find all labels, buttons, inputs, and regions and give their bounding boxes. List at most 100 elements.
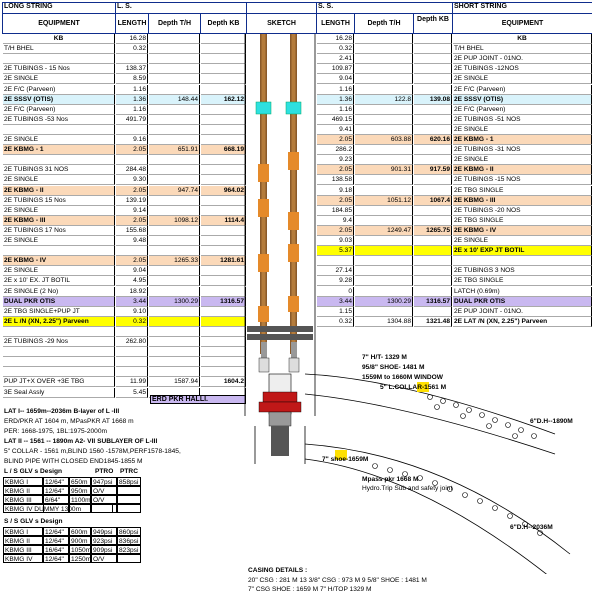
- left-row-35-eq: 3E Seal Assly: [3, 387, 115, 398]
- left-row-1-dkb: [201, 44, 246, 55]
- ls_glv-row-0-col-3: 947psi: [91, 477, 117, 486]
- left-row-5-dth: [149, 84, 200, 95]
- left-row-12-dkb: [201, 155, 246, 166]
- right-row-22-dkb: [414, 256, 452, 267]
- left-row-24-dth: [149, 276, 200, 287]
- casing-line-1: 20" CSG : 281 M 13 3/8" CSG : 973 M 9 5/…: [248, 577, 427, 584]
- ss_glv-row-2-col-1: 16/64": [43, 545, 69, 554]
- kbmg-2-long: [258, 199, 269, 217]
- left-row-8-eq: 2E TUBINGS -53 Nos: [3, 114, 115, 125]
- right-row-27-eq: 2E PUP JOINT - 01NO.: [453, 306, 592, 317]
- right-row-16-eq: 2E KBMG - III: [453, 195, 592, 206]
- ss_glv-row-2-col-4: 823psi: [117, 545, 141, 554]
- left-row-23-eq: 2E SINGLE: [3, 266, 115, 277]
- ls_glv-row-0-col-1: 12/64": [43, 477, 69, 486]
- right-row-23-dth: [355, 266, 413, 277]
- right-row-0-dkb: [414, 34, 452, 45]
- left-row-0-dth: [149, 34, 200, 45]
- right-row-2-dth: [355, 54, 413, 65]
- left-row-21-eq: [3, 246, 115, 257]
- right-row-19-dth: 1249.47: [355, 225, 413, 236]
- ss_glv-row-0-col-0: KBMG I: [3, 527, 43, 536]
- left-row-8-len: 491.79: [116, 114, 148, 125]
- ss_glv-row-3-col-0: KBMG IV: [3, 554, 43, 563]
- header-depth-kb-right: Depth KB: [414, 14, 452, 33]
- right-row-11-dkb: [414, 145, 452, 156]
- left-row-23-len: 9.04: [116, 266, 148, 277]
- note-line-0: LAT I-- 1659m--2036m B-layer of L -III: [4, 408, 120, 415]
- ss_glv-row-0-col-3: 949psi: [91, 527, 117, 536]
- note-line-5: BLIND PIPE WITH CLOSED END1845-1855 M: [4, 458, 143, 465]
- ss_glv-row-0-col-2: 600m: [69, 527, 91, 536]
- ss-glv-title: S / S GLV s Design: [4, 518, 63, 525]
- note-line-3: LAT II -- 1561 -- 1890m A2- VII SUBLAYER…: [4, 438, 158, 445]
- ls_glv-row-1-col-1: 12/64": [43, 486, 69, 495]
- right-row-13-dkb: 917.59: [414, 165, 452, 176]
- left-row-1-dth: [149, 44, 200, 55]
- right-row-9-len: 9.41: [317, 124, 354, 135]
- right-row-3-eq: 2E TUBINGS -12NOS: [453, 64, 592, 75]
- right-row-19-dkb: 1265.75: [414, 225, 452, 236]
- left-row-10-dkb: [201, 135, 246, 146]
- left-row-16-dkb: [201, 195, 246, 206]
- label-7-shoe: 7" shoe-1659M: [322, 456, 369, 463]
- left-row-12-len: [116, 155, 148, 166]
- right-row-2-len: 2.41: [317, 54, 354, 65]
- right-row-26-dth: 1300.29: [355, 296, 413, 307]
- ss_glv-row-3-col-4: [117, 554, 141, 563]
- right-row-4-len: 9.04: [317, 74, 354, 85]
- ls_glv-row-2-col-1: 6/64": [43, 495, 69, 504]
- left-row-7-len: 1.16: [116, 104, 148, 115]
- ls_glv-row-2-col-0: KBMG III: [3, 495, 43, 504]
- left-row-29-dth: [149, 326, 200, 337]
- left-row-30-dth: [149, 337, 200, 348]
- left-row-3-dth: [149, 64, 200, 75]
- well-sketch: [244, 34, 571, 574]
- right-row-25-len: 0: [317, 286, 354, 297]
- right-row-21-eq: 2E x 10' EXP JT BOTIL: [453, 246, 592, 257]
- label-l-collar: 5" L.COLLAR-1561 M: [380, 384, 447, 391]
- sssv-long: [255, 101, 272, 115]
- left-row-26-eq: DUAL PKR OTIS: [3, 296, 115, 307]
- right-row-1-dkb: [414, 44, 452, 55]
- right-row-24-dkb: [414, 276, 452, 287]
- left-row-33-dth: [149, 367, 200, 378]
- ss_glv-row-2-col-3: 909psi: [91, 545, 117, 554]
- right-row-5-dth: [355, 84, 413, 95]
- right-row-1-eq: T/H BHEL: [453, 44, 592, 55]
- right-row-14-eq: 2E TUBINGS -15 NOS: [453, 175, 592, 186]
- right-row-10-dth: 603.88: [355, 135, 413, 146]
- left-row-6-dth: 148.44: [149, 94, 200, 105]
- left-row-19-eq: 2E TUBINGS 17 Nos: [3, 225, 115, 236]
- right-row-18-dkb: [414, 215, 452, 226]
- left-row-5-len: 1.16: [116, 84, 148, 95]
- left-row-4-dkb: [201, 74, 246, 85]
- left-row-6-len: 1.36: [116, 94, 148, 105]
- left-row-6-dkb: 162.12: [201, 94, 246, 105]
- left-row-9-eq: [3, 124, 115, 135]
- header-blank: [247, 3, 316, 13]
- ss_glv-row-3-col-2: 1250m: [69, 554, 91, 563]
- left-row-25-eq: 2E SINGLE (2 No): [3, 286, 115, 297]
- left-row-31-dth: [149, 347, 200, 358]
- right-row-25-eq: LATCH (0.69m): [453, 286, 592, 297]
- left-row-15-dkb: 964.02: [201, 185, 246, 196]
- right-row-8-eq: 2E TUBINGS -51 NOS: [453, 114, 592, 125]
- right-row-26-len: 3.44: [317, 296, 354, 307]
- ss_glv-row-0-col-4: 860psi: [117, 527, 141, 536]
- right-row-4-dth: [355, 74, 413, 85]
- header-depth-th-left: Depth T/H: [149, 14, 200, 33]
- right-row-16-dkb: 1067.4: [414, 195, 452, 206]
- ls-glv-ptro-header: PTRO: [95, 468, 114, 475]
- right-row-21-len: 5.37: [317, 246, 354, 257]
- left-row-29-eq: [3, 326, 115, 337]
- left-row-27-dkb: [201, 306, 246, 317]
- right-row-3-dkb: [414, 64, 452, 75]
- l-collar-marker: [417, 382, 429, 392]
- header-short-string: SHORT STRING: [453, 3, 592, 13]
- right-row-8-dth: [355, 114, 413, 125]
- left-row-3-len: 138.37: [116, 64, 148, 75]
- right-row-20-len: 9.03: [317, 236, 354, 247]
- kbmg-1-long: [258, 164, 269, 182]
- right-row-17-dth: [355, 205, 413, 216]
